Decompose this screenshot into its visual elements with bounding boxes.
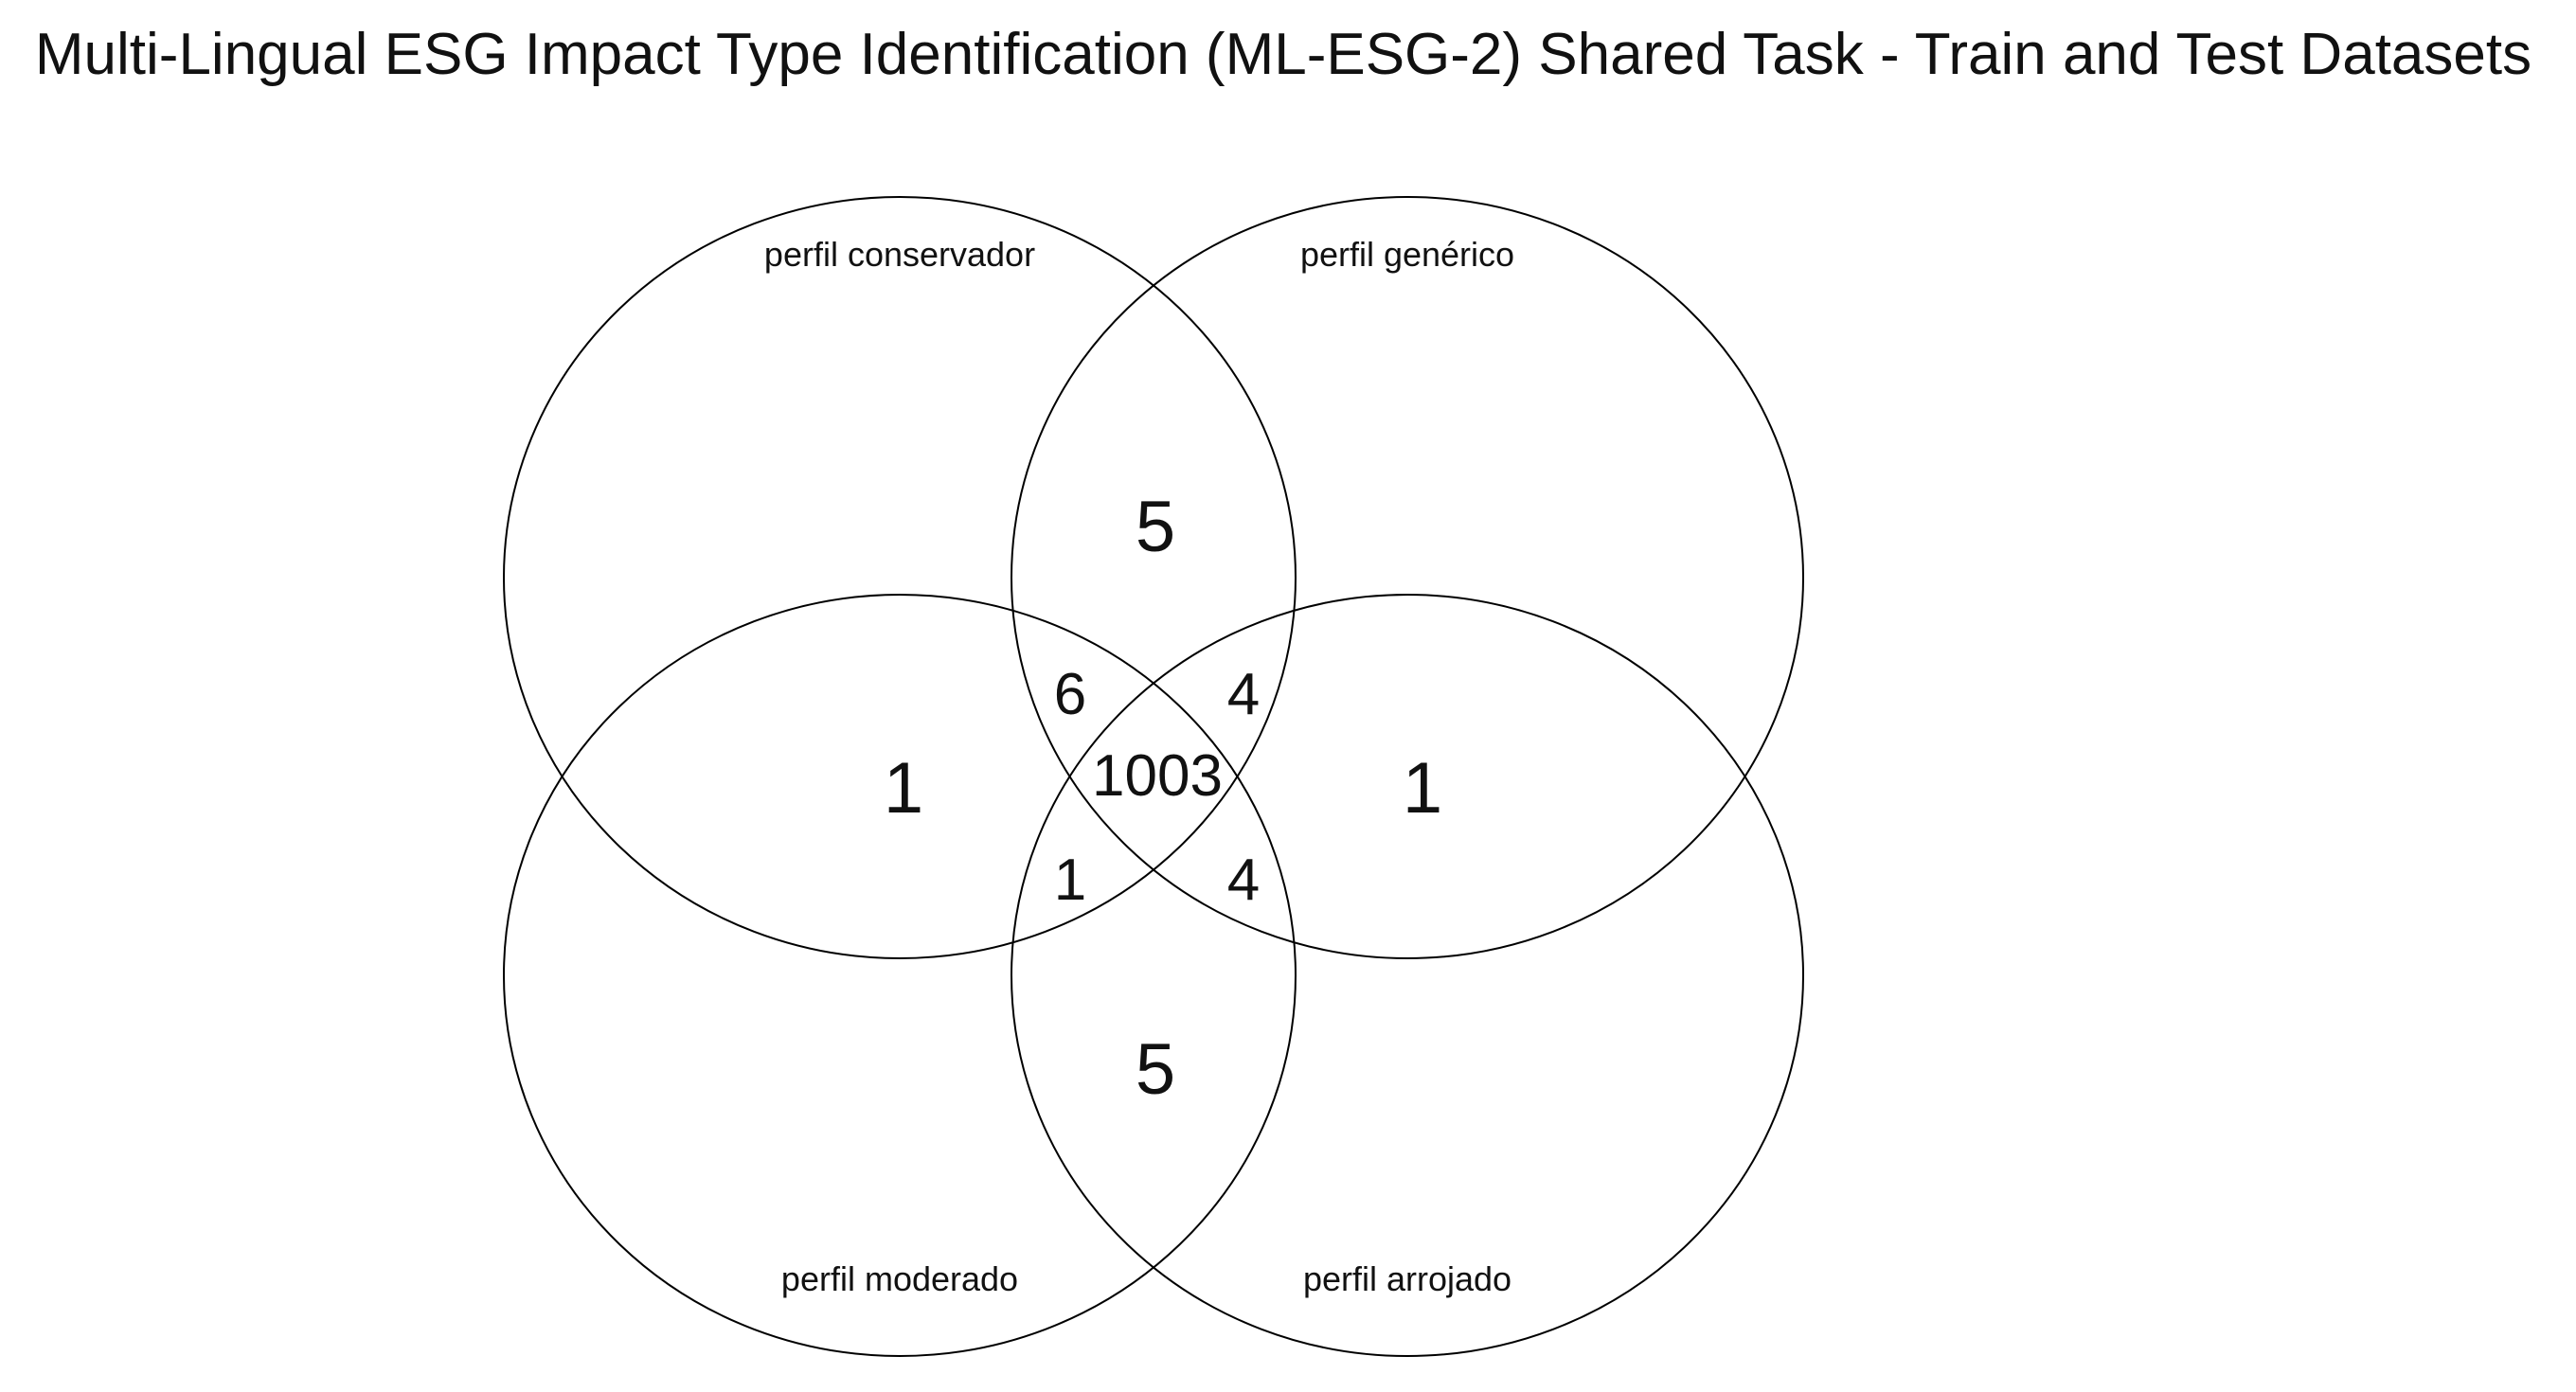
set-label-perfil-conservador: perfil conservador xyxy=(764,235,1035,274)
set-circle-perfil-conservador xyxy=(503,196,1297,959)
region-count-conservador-generico-moderado: 6 xyxy=(1054,662,1086,727)
region-count-conservador-moderado-arrojado: 1 xyxy=(1054,848,1086,913)
set-circle-perfil-generico xyxy=(1011,196,1804,959)
region-count-moderado-arrojado: 5 xyxy=(1136,1029,1175,1110)
region-count-conservador-generico-arrojado: 4 xyxy=(1227,662,1260,727)
region-count-all-four: 1003 xyxy=(1092,743,1223,809)
set-label-perfil-moderado: perfil moderado xyxy=(781,1259,1018,1298)
set-circle-perfil-moderado xyxy=(503,594,1297,1357)
diagram-title: Multi-Lingual ESG Impact Type Identifica… xyxy=(35,22,2531,87)
set-circle-perfil-arrojado xyxy=(1011,594,1804,1357)
region-count-conservador-moderado: 1 xyxy=(884,748,923,829)
set-label-perfil-arrojado: perfil arrojado xyxy=(1303,1259,1512,1298)
set-label-perfil-generico: perfil genérico xyxy=(1300,235,1514,274)
region-count-generico-moderado-arrojado: 4 xyxy=(1227,848,1260,913)
region-count-conservador-generico: 5 xyxy=(1136,487,1175,567)
region-count-generico-arrojado: 1 xyxy=(1403,748,1442,829)
